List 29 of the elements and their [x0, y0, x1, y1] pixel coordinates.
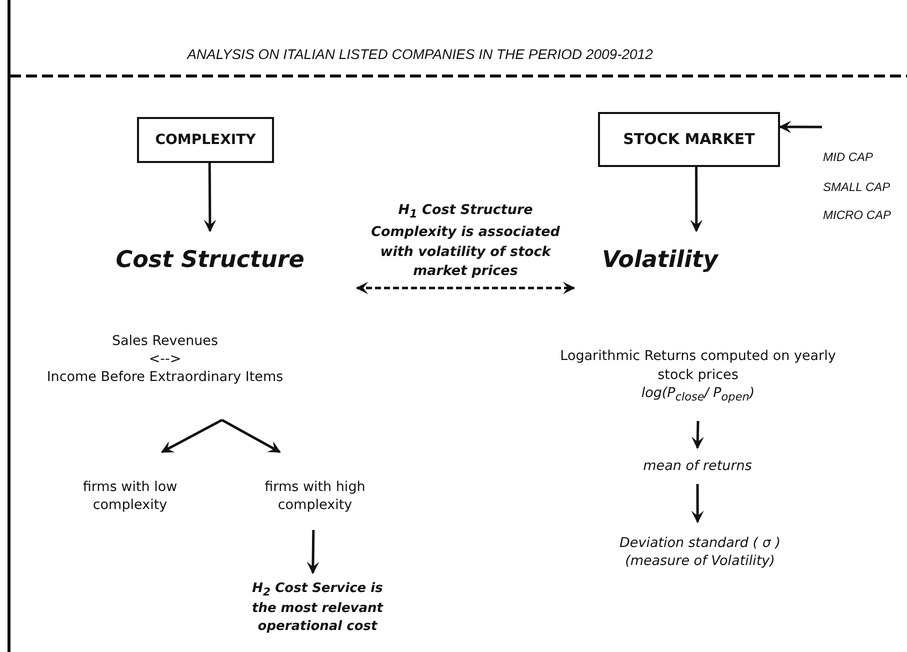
arrow [691, 484, 704, 524]
node-text: Cost Structure [100, 243, 320, 277]
node-text: firms with high complexity [235, 476, 395, 524]
node-text: mean of returns [620, 455, 775, 479]
node-text: firms with low complexity [50, 476, 210, 524]
market-segment-label: SMALL CAP [823, 180, 890, 194]
node-text: Deviation standard ( σ ) [620, 534, 780, 552]
node-text: H$_{2}$ Cost Service is the most relevant operational cost [240, 578, 395, 650]
node-text: Income Before Extraordinary Items [46, 368, 284, 386]
market-segment-label: MID CAP [823, 150, 874, 164]
arrow [221, 418, 281, 454]
diagram-title: ANALYSIS ON ITALIAN LISTED COMPANIES IN THE PERIOD 2009-2012 [186, 46, 654, 62]
node-text: log(P$_{close}$/ P$_{open}$) [641, 384, 755, 405]
box-label: STOCK MARKET [623, 129, 755, 150]
node-text: <--> [148, 350, 182, 368]
arrow [356, 282, 576, 294]
process-box [598, 112, 780, 167]
arrow [691, 420, 704, 450]
process-box [137, 117, 274, 163]
node-text: Volatility [590, 243, 730, 277]
arrow [778, 120, 822, 134]
arrow [160, 418, 223, 454]
arrow [204, 163, 216, 232]
arrow [306, 530, 320, 574]
node-text: Sales Revenues [112, 332, 218, 350]
market-segment-label: MICRO CAP [823, 208, 892, 222]
node-text: (measure of Volatility) [625, 552, 775, 570]
arrow [690, 167, 703, 232]
box-label: COMPLEXITY [155, 130, 256, 150]
